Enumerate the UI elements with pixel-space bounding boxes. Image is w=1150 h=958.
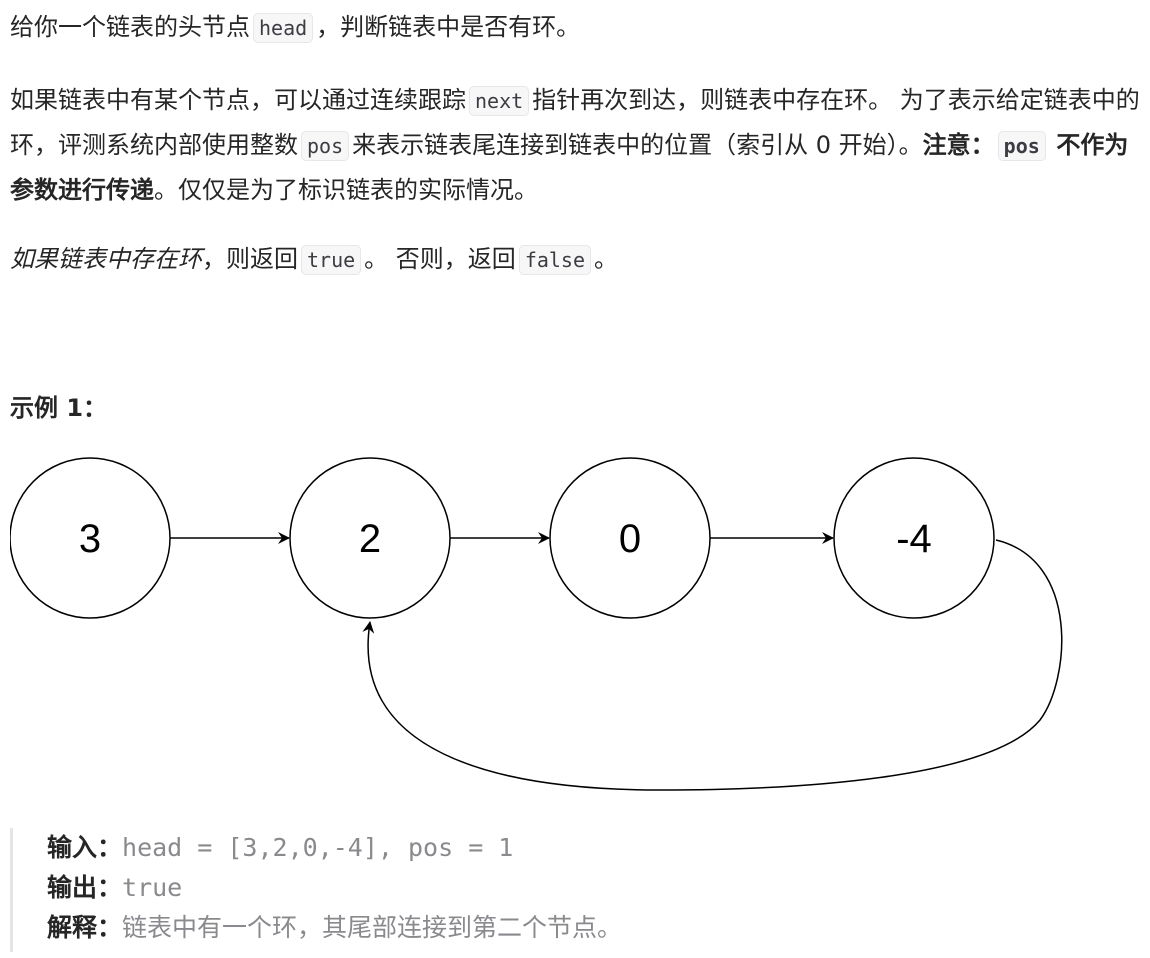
text: 指针再次到达，则链表中存在环。 为了表示给定链表中的环，评测系统内部使用整数 [10, 86, 1140, 159]
example-explanation-line: 解释：链表中有一个环，其尾部连接到第二个节点。 [47, 908, 622, 948]
note-label: 注意： [922, 131, 995, 159]
node-value: 2 [359, 517, 381, 561]
text: 给你一个链表的头节点 [10, 13, 250, 41]
inline-code-pos: pos [301, 131, 350, 161]
text: ，则返回 [202, 245, 298, 273]
list-node-1: 2 [289, 457, 451, 619]
inline-code-next: next [469, 86, 530, 116]
text: 。 [594, 245, 619, 273]
explanation-label: 解释： [47, 913, 123, 942]
output-value: true [122, 873, 183, 902]
explanation-value: 链表中有一个环，其尾部连接到第二个节点。 [122, 913, 623, 942]
list-node-3: -4 [833, 457, 995, 619]
text: 来表示链表尾连接到链表中的位置（索引从 0 开始）。 [352, 131, 923, 159]
note-text: 不作为参数进行传递 [10, 131, 1129, 204]
input-value: head = [3,2,0,-4], pos = 1 [122, 833, 514, 862]
text: 如果链表中有某个节点，可以通过连续跟踪 [10, 86, 466, 114]
example-output-line: 输出：true [47, 868, 622, 908]
example-io-block: 输入：head = [3,2,0,-4], pos = 1 输出：true 解释… [10, 828, 622, 952]
cycle-arrow [362, 539, 1063, 791]
inline-code-head: head [253, 13, 314, 43]
output-label: 输出： [47, 873, 123, 902]
inline-code-pos-bold: pos [997, 131, 1046, 161]
input-label: 输入： [47, 833, 123, 862]
inline-code-false: false [518, 245, 592, 275]
text: 。 否则，返回 [364, 245, 516, 273]
linked-list-diagram: 3 2 0 -4 [10, 457, 1063, 791]
inline-code-true: true [301, 245, 362, 275]
emphasis-text: 如果链表中存在环 [10, 245, 202, 273]
list-node-2: 0 [549, 457, 711, 619]
text: 。仅仅是为了标识链表的实际情况。 [154, 176, 538, 204]
node-value: -4 [896, 517, 932, 561]
text: ，判断链表中是否有环。 [316, 13, 581, 41]
example-input-line: 输入：head = [3,2,0,-4], pos = 1 [47, 828, 622, 868]
list-node-0: 3 [10, 457, 171, 619]
example-title: 示例 1： [10, 394, 108, 422]
node-value: 0 [619, 517, 641, 561]
node-value: 3 [79, 517, 101, 561]
